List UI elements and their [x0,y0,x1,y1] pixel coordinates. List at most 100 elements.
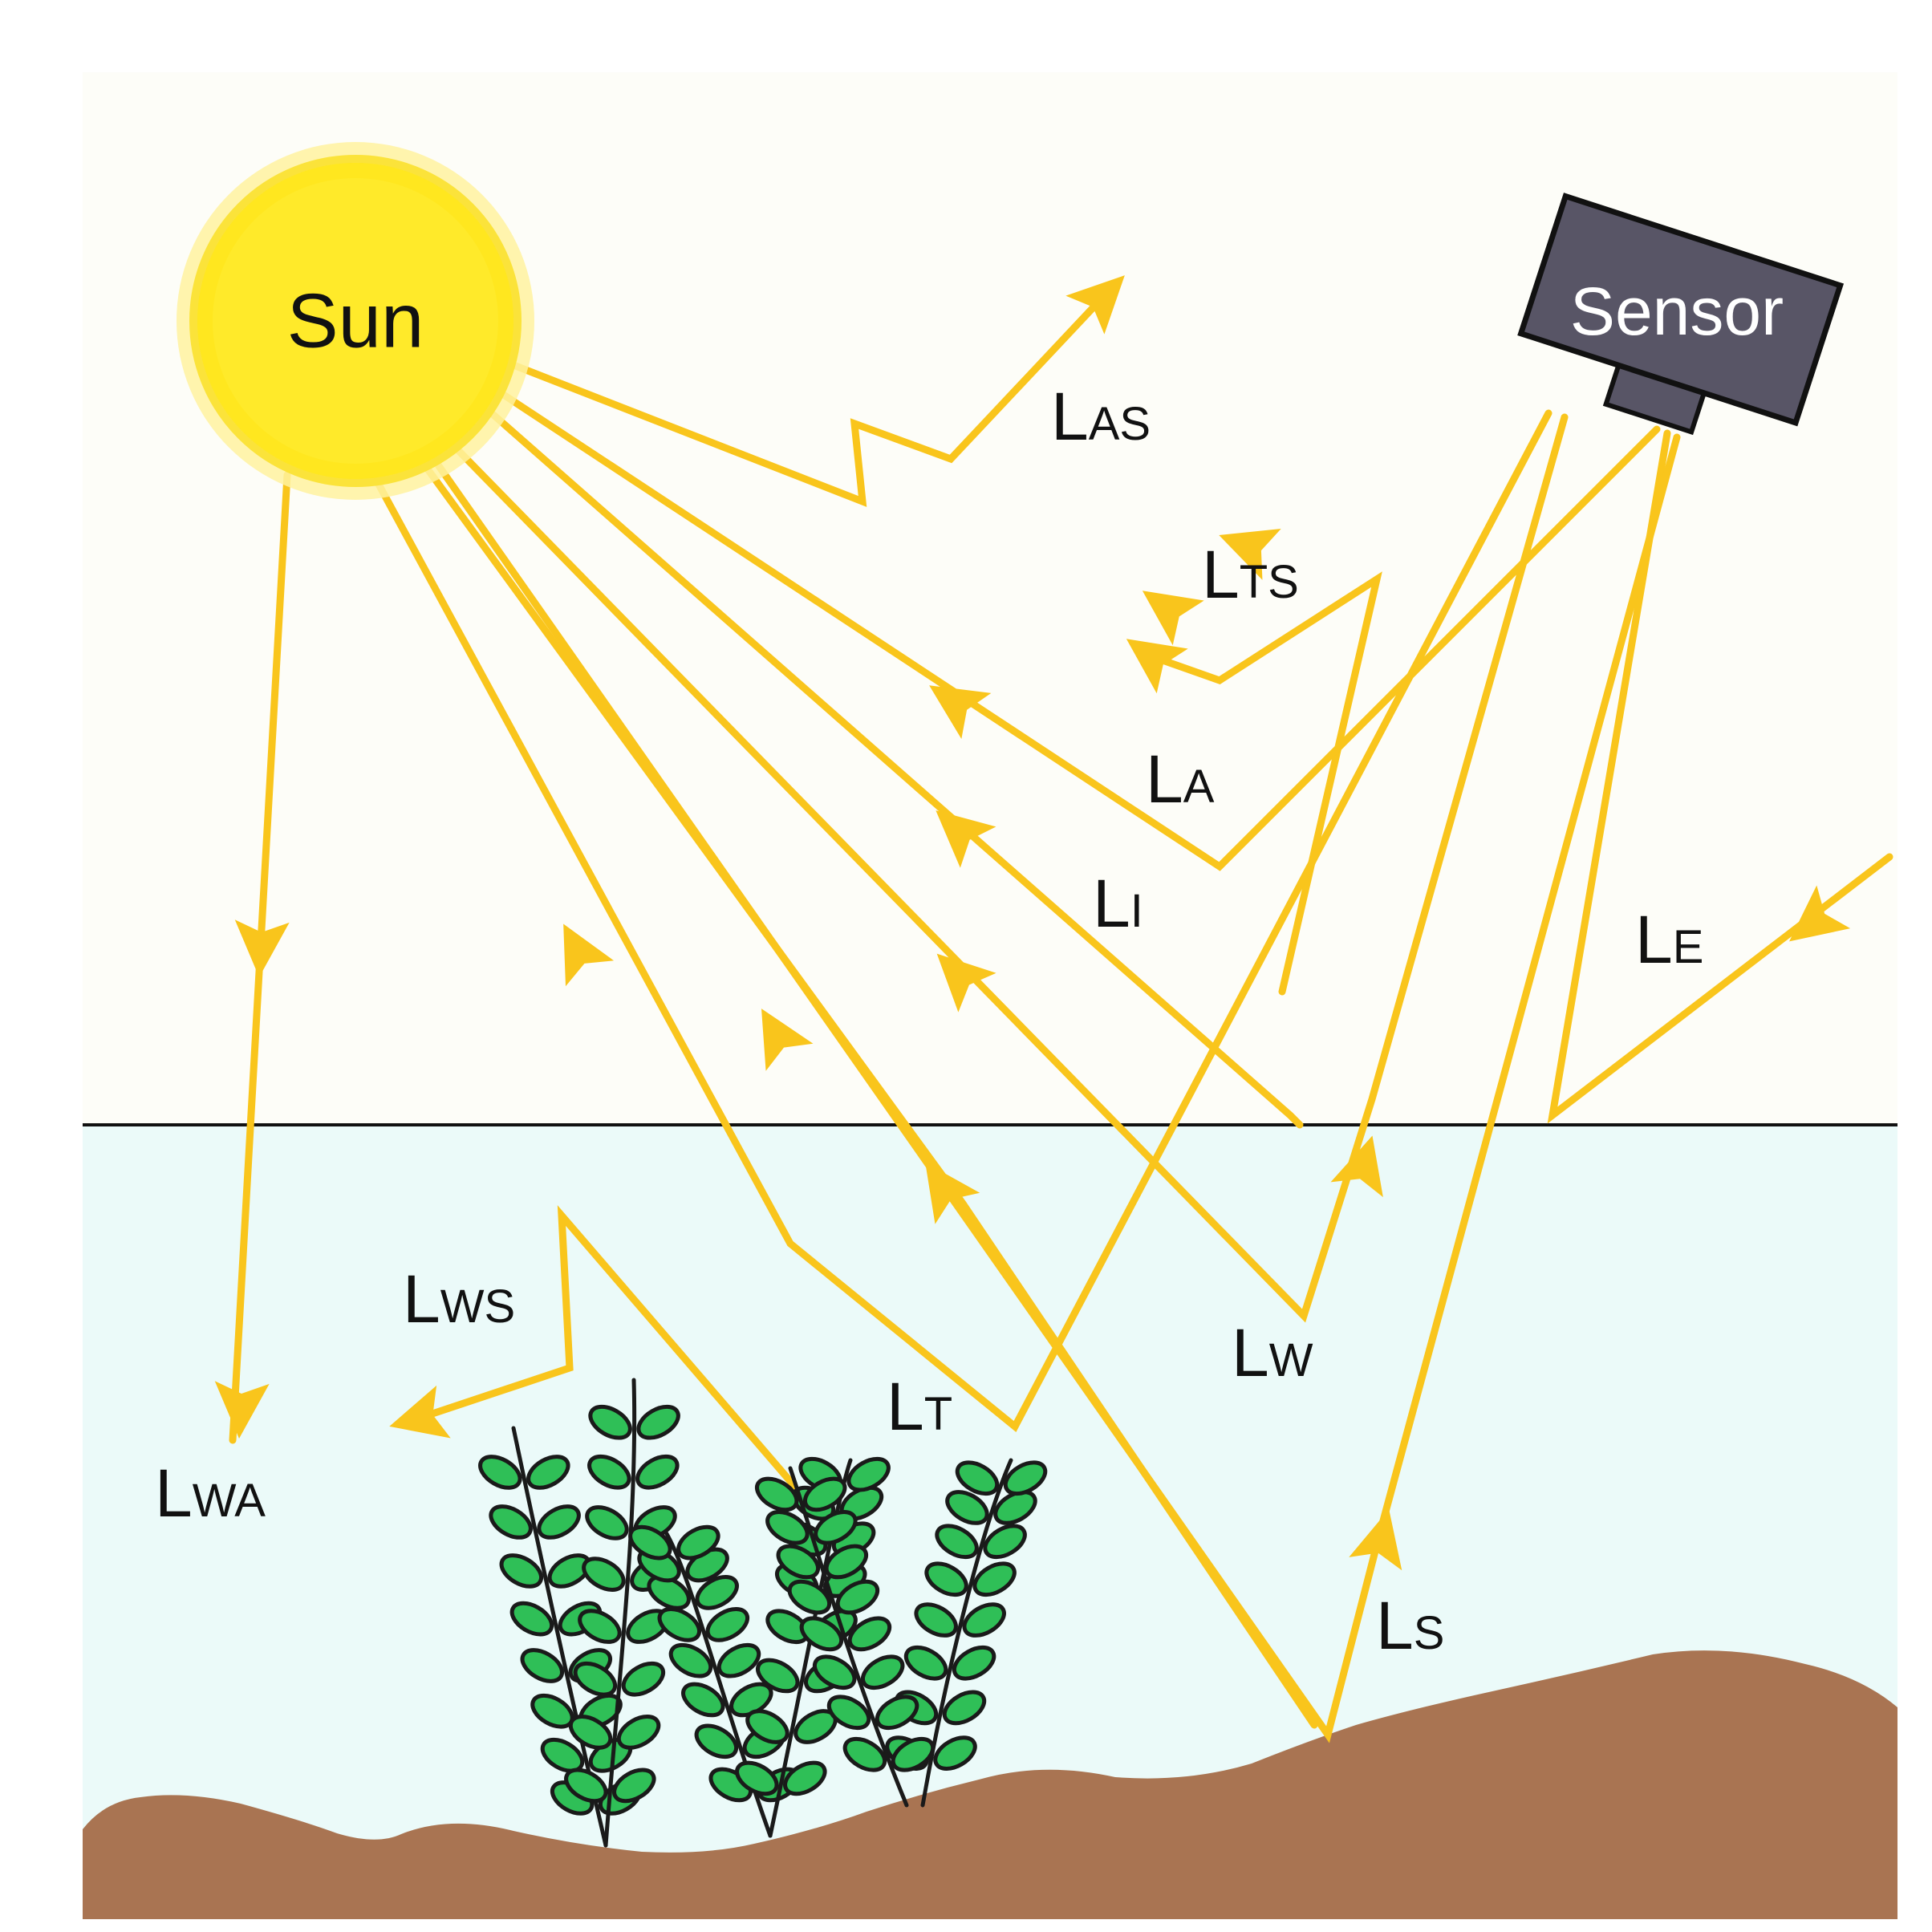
label-lw: LW [1232,1315,1313,1390]
plant-leaf [578,1609,622,1644]
plant-leaf [1003,1460,1048,1496]
plant-leaf [499,1553,544,1589]
arrowhead-12 [1330,1135,1383,1198]
arrowhead-1 [1126,639,1188,694]
plant-leaf [814,1509,858,1545]
plant-leaf [635,1454,680,1490]
plant-leaf [933,1735,977,1771]
plant-leaf [846,1456,891,1492]
plant-leaf [657,1607,702,1642]
plant-leaf [787,1579,832,1615]
label-la: LA [1146,741,1215,817]
ray-las [509,293,1107,507]
ray-li [483,405,1304,1129]
plant-leaf [612,1768,656,1804]
arrowhead-7 [234,919,290,977]
plant-leaf [588,1404,632,1440]
plant-leaf [716,1642,761,1678]
plant-leaf [537,1504,581,1540]
plant-leaf [962,1602,1006,1638]
plant-leaf [564,1768,608,1804]
plant-leaf [765,1509,810,1545]
plant-leaf [955,1460,1000,1496]
plant-leaf [826,1695,871,1731]
arrowhead-11 [925,1162,980,1224]
plant-leaf [745,1709,789,1744]
label-las: LAS [1051,379,1151,454]
plant-leaf [776,1544,821,1580]
plant-leaf [647,1575,691,1610]
plant-leaf [783,1760,827,1796]
label-lwa: LWA [155,1455,266,1531]
plant-leaf [582,1557,626,1592]
plant-leaf [668,1642,713,1678]
plant-leaf [509,1601,554,1637]
plant-leaf [812,1654,857,1690]
plant-leaf [616,1715,661,1750]
plant-leaf [952,1645,996,1681]
plant-leaf [945,1490,989,1525]
label-ls: LS [1376,1588,1444,1663]
plant-leaf [705,1607,750,1642]
ray-t [373,409,1552,1432]
arrowhead-5 [1142,591,1204,646]
plant-leaf [540,1737,585,1773]
plant-leaf [903,1645,948,1681]
arrowhead-2 [929,685,992,739]
plant-leaf [489,1504,533,1540]
arrowhead-9 [563,923,615,987]
plant-leaf [993,1490,1037,1525]
plant-leaf [891,1736,936,1772]
arrowhead-13 [1349,1509,1402,1571]
plant-leaf [983,1524,1027,1560]
plant-leaf [935,1524,979,1560]
label-li: LI [1093,866,1143,941]
ray-arrowheads [214,275,1851,1571]
radiance-rays [229,293,1893,1743]
arrowhead-3 [936,810,996,868]
plant-leaf [568,1715,613,1750]
sensor-label: Sensor [1570,274,1784,349]
radiance-labels: LAS LTS LA LI LE LWS LWA LT LW LS [155,379,1703,1663]
plant-stem-1 [603,1378,637,1848]
plant-stem-5 [788,1466,909,1808]
plant-leaf [802,1476,847,1512]
ray-lts [1147,571,1382,996]
plant-leaf [526,1455,570,1490]
plant-leaf [972,1561,1017,1597]
plant-leaf [694,1723,739,1760]
arrowhead-14 [389,1385,451,1439]
plant-leaf [735,1760,779,1796]
arrowhead-15 [1219,528,1281,580]
satellite-sensor-icon: Sensor [1517,193,1845,436]
plant-leaf [621,1661,666,1697]
plant-leaf [628,1524,672,1561]
arrowhead-0 [1065,275,1125,335]
plant-leaf [824,1544,869,1580]
sun-icon: Sun [177,142,534,500]
sun-label: Sun [287,278,424,364]
aquatic-plant-icon [478,1378,1048,1848]
arrowhead-10 [761,1009,814,1071]
plant-leaf [875,1695,919,1731]
label-lws: LWS [403,1261,515,1337]
plant-leaf [754,1476,799,1512]
label-lt: LT [887,1369,952,1444]
label-le: LE [1635,902,1703,977]
plant-leaf [847,1616,892,1652]
plant-leaf [478,1455,522,1490]
plant-leaf [573,1661,618,1697]
plant-leaf [842,1736,887,1772]
sediment-bottom [83,1650,1898,1919]
plant-leaf [695,1575,739,1610]
plant-leaf [860,1654,905,1690]
arrowhead-8 [214,1381,270,1439]
plant-leaf [756,1658,800,1694]
plant-leaf [681,1682,725,1718]
ray-extra [409,445,1318,1729]
plant-leaf [799,1616,844,1652]
plant-leaf [835,1579,880,1615]
plant-leaf [636,1404,680,1440]
ray-ws [409,1205,798,1490]
